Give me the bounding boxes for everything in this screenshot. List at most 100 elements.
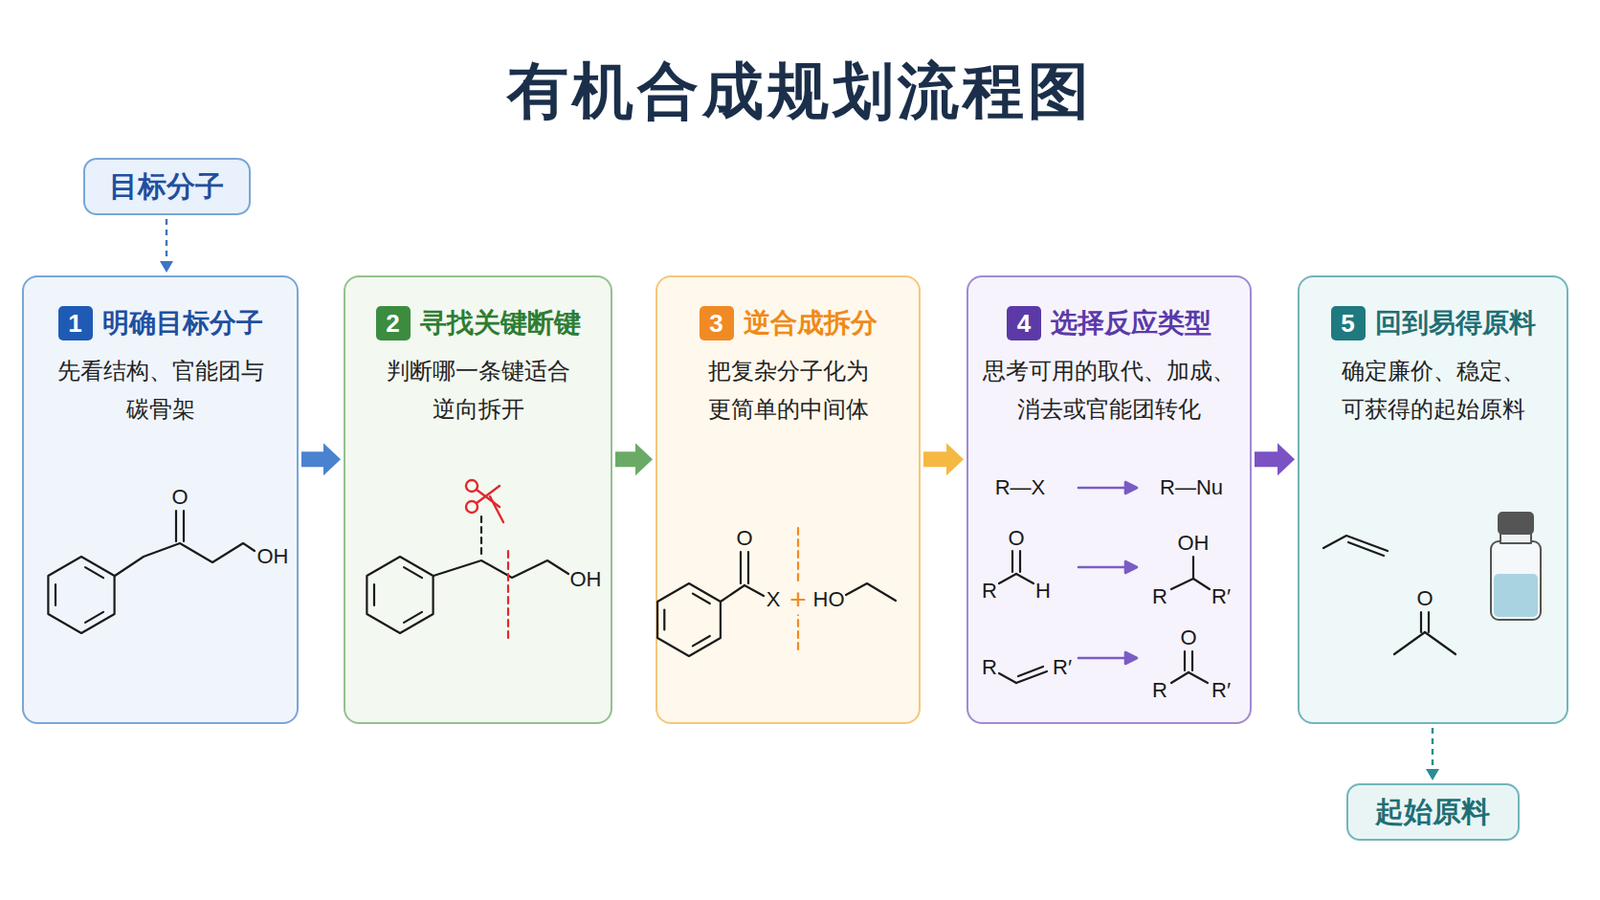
disconnection-molecule — [433, 516, 569, 644]
structure-stroke — [1191, 651, 1194, 671]
structure-stroke — [476, 486, 500, 504]
starting-materials — [1323, 535, 1456, 655]
reaction-arrows — [1078, 482, 1137, 665]
benzene-double-bond — [54, 584, 57, 606]
flow-connector — [923, 443, 964, 476]
structure-label: + — [788, 583, 808, 616]
step-panel: 1 明确目标分子先看结构、官能团与 碳骨架 — [22, 275, 299, 725]
structure-label: R—Nu — [1158, 476, 1224, 500]
structure-stroke — [1125, 652, 1137, 665]
structure-stroke — [1188, 672, 1208, 684]
step-description: 先看结构、官能团与 碳骨架 — [35, 352, 286, 429]
structure-stroke — [999, 673, 1017, 684]
structure-stroke — [1323, 535, 1388, 552]
structure-stroke — [489, 496, 504, 523]
structure-label: R — [1151, 585, 1169, 609]
structure-stroke — [1016, 574, 1034, 584]
structure-label: O — [170, 486, 189, 510]
structure-stroke — [1016, 671, 1047, 684]
step-heading: 选择反应类型 — [1050, 305, 1212, 342]
step-description: 思考可用的取代、加成、 消去或官能团转化 — [979, 352, 1239, 429]
structure-label: O — [1178, 626, 1198, 650]
structure-stroke — [433, 560, 569, 578]
structure-label: R — [980, 579, 999, 603]
benzene-double-bond — [403, 612, 423, 623]
step-panel: 4选择反应类型思考可用的取代、加成、 消去或官能团转化 — [966, 275, 1252, 725]
step-number: 4 — [1006, 306, 1042, 341]
step-description: 把复杂分子化为 更简单的中间体 — [668, 352, 908, 429]
structure-stroke — [1183, 651, 1186, 671]
structure-stroke — [1078, 566, 1130, 570]
structure-stroke — [1171, 578, 1194, 590]
structure-stroke — [1078, 487, 1130, 490]
structure-stroke — [1192, 556, 1195, 579]
structure-label: R′ — [1210, 679, 1232, 703]
panel-header: 5 回到易得原料 — [1311, 302, 1556, 345]
arrow-head — [1425, 769, 1440, 781]
structure-label: H — [1034, 579, 1052, 603]
benzene-ring — [366, 556, 433, 634]
structure-stroke — [1348, 542, 1384, 556]
structure-stroke — [466, 501, 478, 513]
structure-stroke — [1193, 578, 1210, 590]
panel-header: 4选择反应类型 — [979, 302, 1239, 345]
structure-label: OH — [1177, 532, 1211, 556]
flow-connector — [615, 443, 653, 476]
structure-stroke — [747, 552, 750, 584]
target-molecule — [114, 511, 255, 577]
structure-stroke — [1125, 561, 1137, 574]
structure-label: OH — [256, 545, 290, 569]
step-number: 3 — [699, 306, 734, 341]
structure-stroke — [480, 516, 483, 557]
panel-header: 2寻找关键断键 — [356, 302, 600, 345]
structure-stroke — [182, 511, 185, 542]
step-number: 5 — [1331, 306, 1366, 341]
flow-connector — [1425, 728, 1440, 781]
structure-stroke — [999, 574, 1017, 584]
step-heading: 明确目标分子 — [102, 305, 264, 342]
flow-connector — [1254, 443, 1295, 476]
structure-label: HO — [812, 588, 846, 612]
structure-stroke — [1490, 541, 1541, 621]
structure-stroke — [1500, 532, 1532, 544]
structure-stroke — [114, 543, 255, 577]
structure-stroke — [1498, 512, 1534, 534]
benzene-double-bond — [373, 584, 376, 606]
structure-label: O — [1006, 527, 1025, 551]
flow-connector — [159, 219, 174, 273]
step-number: 1 — [58, 306, 93, 341]
structure-stroke — [507, 551, 510, 644]
structure-stroke — [720, 585, 745, 602]
arrow-head — [159, 261, 174, 273]
step-number: 2 — [376, 306, 411, 341]
structure-stroke — [1019, 551, 1022, 573]
structure-stroke — [1171, 672, 1189, 684]
structure-stroke — [1125, 482, 1137, 494]
structure-stroke — [1427, 612, 1430, 633]
pill-text: 目标分子 — [109, 167, 224, 207]
flow-arrow — [923, 443, 964, 476]
structure-label: R — [1151, 679, 1169, 703]
structure-stroke — [466, 480, 478, 492]
dashed-connector — [165, 219, 168, 264]
structure-stroke — [1011, 551, 1014, 573]
benzene-double-bond — [663, 610, 666, 631]
structure-stroke — [739, 552, 742, 584]
step-heading: 回到易得原料 — [1375, 305, 1536, 342]
terminal-pill: 起始原料 — [1346, 783, 1520, 842]
structure-stroke — [175, 511, 178, 542]
structure-stroke — [1394, 632, 1425, 655]
benzene-double-bond — [692, 594, 711, 604]
pill-text: 起始原料 — [1375, 793, 1490, 833]
structure-stroke — [476, 489, 500, 508]
benzene-double-bond — [85, 567, 104, 578]
step-panel: 2寻找关键断键判断哪一条键适合 逆向拆开 — [343, 275, 613, 725]
structure-stroke — [744, 585, 764, 597]
flow-arrow — [301, 443, 341, 476]
terminal-pill: 目标分子 — [83, 157, 251, 216]
dashed-connector — [1431, 728, 1434, 772]
benzene-double-bond — [692, 636, 711, 646]
panel-header: 1 明确目标分子 — [35, 302, 286, 345]
scissors-icon — [466, 480, 504, 523]
